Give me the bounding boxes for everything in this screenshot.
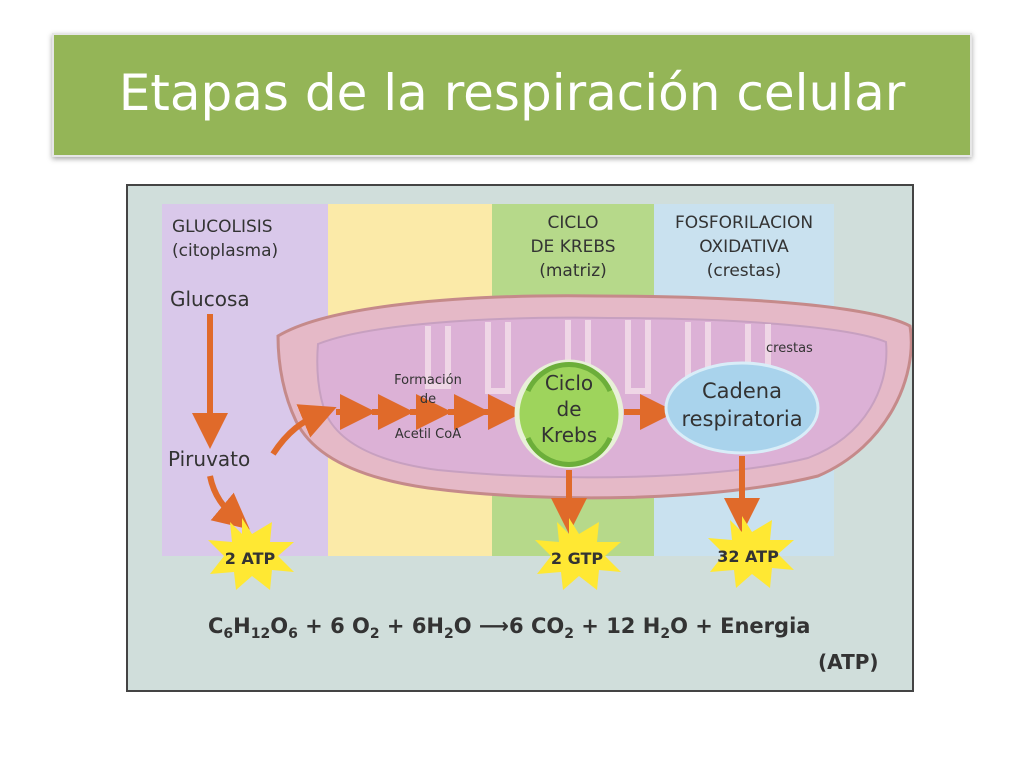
eq-o-sub: 6 [288, 626, 298, 643]
eq-water2-sub: 2 [660, 626, 671, 643]
eq-energy: + Energia [695, 614, 811, 638]
krebs-cycle-arrows [525, 362, 613, 467]
oxidative-name-2: OXIDATIVA [699, 237, 789, 257]
yield-oxidative: 32 ATP [717, 547, 779, 566]
respiration-equation: C6H12O6 + 6 O2 + 6H2O ⟶6 CO2 + 12 H2O + … [208, 614, 908, 642]
chain-line2: respiratoria [681, 407, 802, 431]
eq-c: C [208, 614, 224, 638]
oxidative-name-1: FOSFORILACION [675, 213, 813, 233]
formation-line3: Acetil CoA [395, 427, 461, 442]
krebs-location: (matriz) [539, 261, 607, 281]
eq-water: + 6H [386, 614, 444, 638]
glycolysis-name: GLUCOLISIS [172, 217, 273, 237]
eq-arrow-icon: ⟶ [478, 614, 510, 638]
eq-co2: 6 CO [509, 614, 565, 638]
respiration-diagram: GLUCOLISIS (citoplasma) CICLO DE KREBS (… [126, 184, 914, 692]
eq-water2: + 12 H [581, 614, 661, 638]
eq-h-sub: 12 [250, 626, 271, 643]
yield-glycolysis: 2 ATP [225, 549, 276, 568]
title-bar: Etapas de la respiración celular [52, 33, 972, 157]
slide-title: Etapas de la respiración celular [118, 64, 906, 122]
cycle-line2: de [557, 397, 582, 421]
eq-water-sub: 2 [444, 626, 454, 643]
krebs-name-1: CICLO [548, 213, 599, 233]
oxidative-location: (crestas) [707, 261, 781, 281]
atp-star-glycolysis: 2 ATP [208, 518, 294, 590]
formation-line2: de [420, 392, 436, 407]
pyruvate-to-mito-arrow [270, 404, 337, 456]
cycle-line3: Krebs [541, 423, 597, 447]
eq-h: H [233, 614, 251, 638]
eq-atp: (ATP) [818, 650, 879, 674]
eq-co2-sub: 2 [564, 626, 574, 643]
yield-krebs: 2 GTP [551, 549, 603, 568]
eq-oxygen: + 6 O [305, 614, 370, 638]
eq-water2-o: O [670, 614, 688, 638]
chain-line1: Cadena [702, 379, 782, 403]
glucose-label: Glucosa [170, 287, 250, 311]
formation-line1: Formación [394, 373, 462, 388]
krebs-name-2: DE KREBS [530, 237, 615, 257]
atp-star-oxidative: 32 ATP [708, 516, 794, 588]
cristae-label: crestas [766, 341, 813, 356]
glycolysis-location: (citoplasma) [172, 241, 278, 261]
eq-c-sub: 6 [223, 626, 234, 643]
cycle-line1: Ciclo [545, 371, 593, 395]
gtp-star-krebs: 2 GTP [535, 518, 621, 590]
eq-water-o: O [453, 614, 472, 638]
respiratory-chain-ellipse [664, 361, 820, 455]
eq-oxygen-sub: 2 [369, 626, 380, 643]
pyruvate-to-atp-arrow [207, 475, 250, 530]
eq-o: O [270, 614, 289, 638]
diagram-canvas: GLUCOLISIS (citoplasma) CICLO DE KREBS (… [162, 204, 912, 590]
pyruvate-label: Piruvato [168, 447, 250, 471]
